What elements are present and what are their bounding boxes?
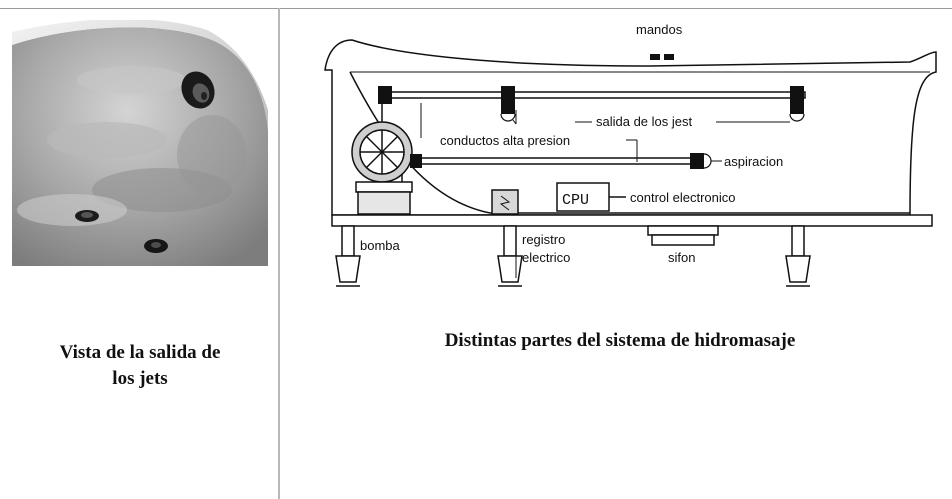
jet-outlet-icon <box>789 86 805 122</box>
tub-rim <box>12 20 268 130</box>
sifon-drain <box>647 225 719 236</box>
suction-conduit <box>417 157 701 165</box>
label-sifon: sifon <box>668 250 695 265</box>
jet-nozzle-icon <box>181 71 215 109</box>
electrical-box-icon <box>491 189 519 215</box>
cpu-box <box>556 182 610 212</box>
suction-nozzle-icon <box>410 153 712 169</box>
label-registro-line-2: electrico <box>522 250 570 265</box>
support-leg <box>335 225 361 287</box>
label-bomba: bomba <box>360 238 401 253</box>
support-leg <box>497 225 523 287</box>
right-caption: Distintas partes del sistema de hidromas… <box>444 330 796 351</box>
controls-icon <box>650 54 674 60</box>
label-control: control electronico <box>630 190 736 205</box>
label-registro-line-1: registro <box>522 232 565 247</box>
jet-nozzle-icon <box>144 239 168 253</box>
left-caption-line-2: los jets <box>112 368 168 389</box>
label-mandos: mandos <box>636 22 683 37</box>
high-pressure-conduit <box>384 91 806 99</box>
bathtub-base <box>331 214 933 227</box>
label-salida-jets: salida de los jest <box>596 114 692 129</box>
jet-nozzle-icon <box>75 210 99 222</box>
bathtub-inner <box>349 71 910 214</box>
column-divider <box>278 8 280 499</box>
pump-icon <box>351 121 413 215</box>
label-cpu: CPU <box>562 192 589 209</box>
support-leg <box>785 225 811 287</box>
left-caption: Vista de la salida de los jets <box>20 340 260 392</box>
top-border <box>0 8 952 9</box>
jet-outlet-icon <box>500 86 516 122</box>
jets-photo <box>12 20 268 266</box>
jet-outlet-icon <box>378 86 392 104</box>
label-aspiracion: aspiracion <box>724 154 783 169</box>
label-conductos: conductos alta presion <box>440 133 570 148</box>
bathtub-outline <box>324 39 937 216</box>
left-caption-line-1: Vista de la salida de <box>59 342 221 363</box>
hydromassage-diagram: mandos salida de los jest conductos alta… <box>324 22 937 287</box>
